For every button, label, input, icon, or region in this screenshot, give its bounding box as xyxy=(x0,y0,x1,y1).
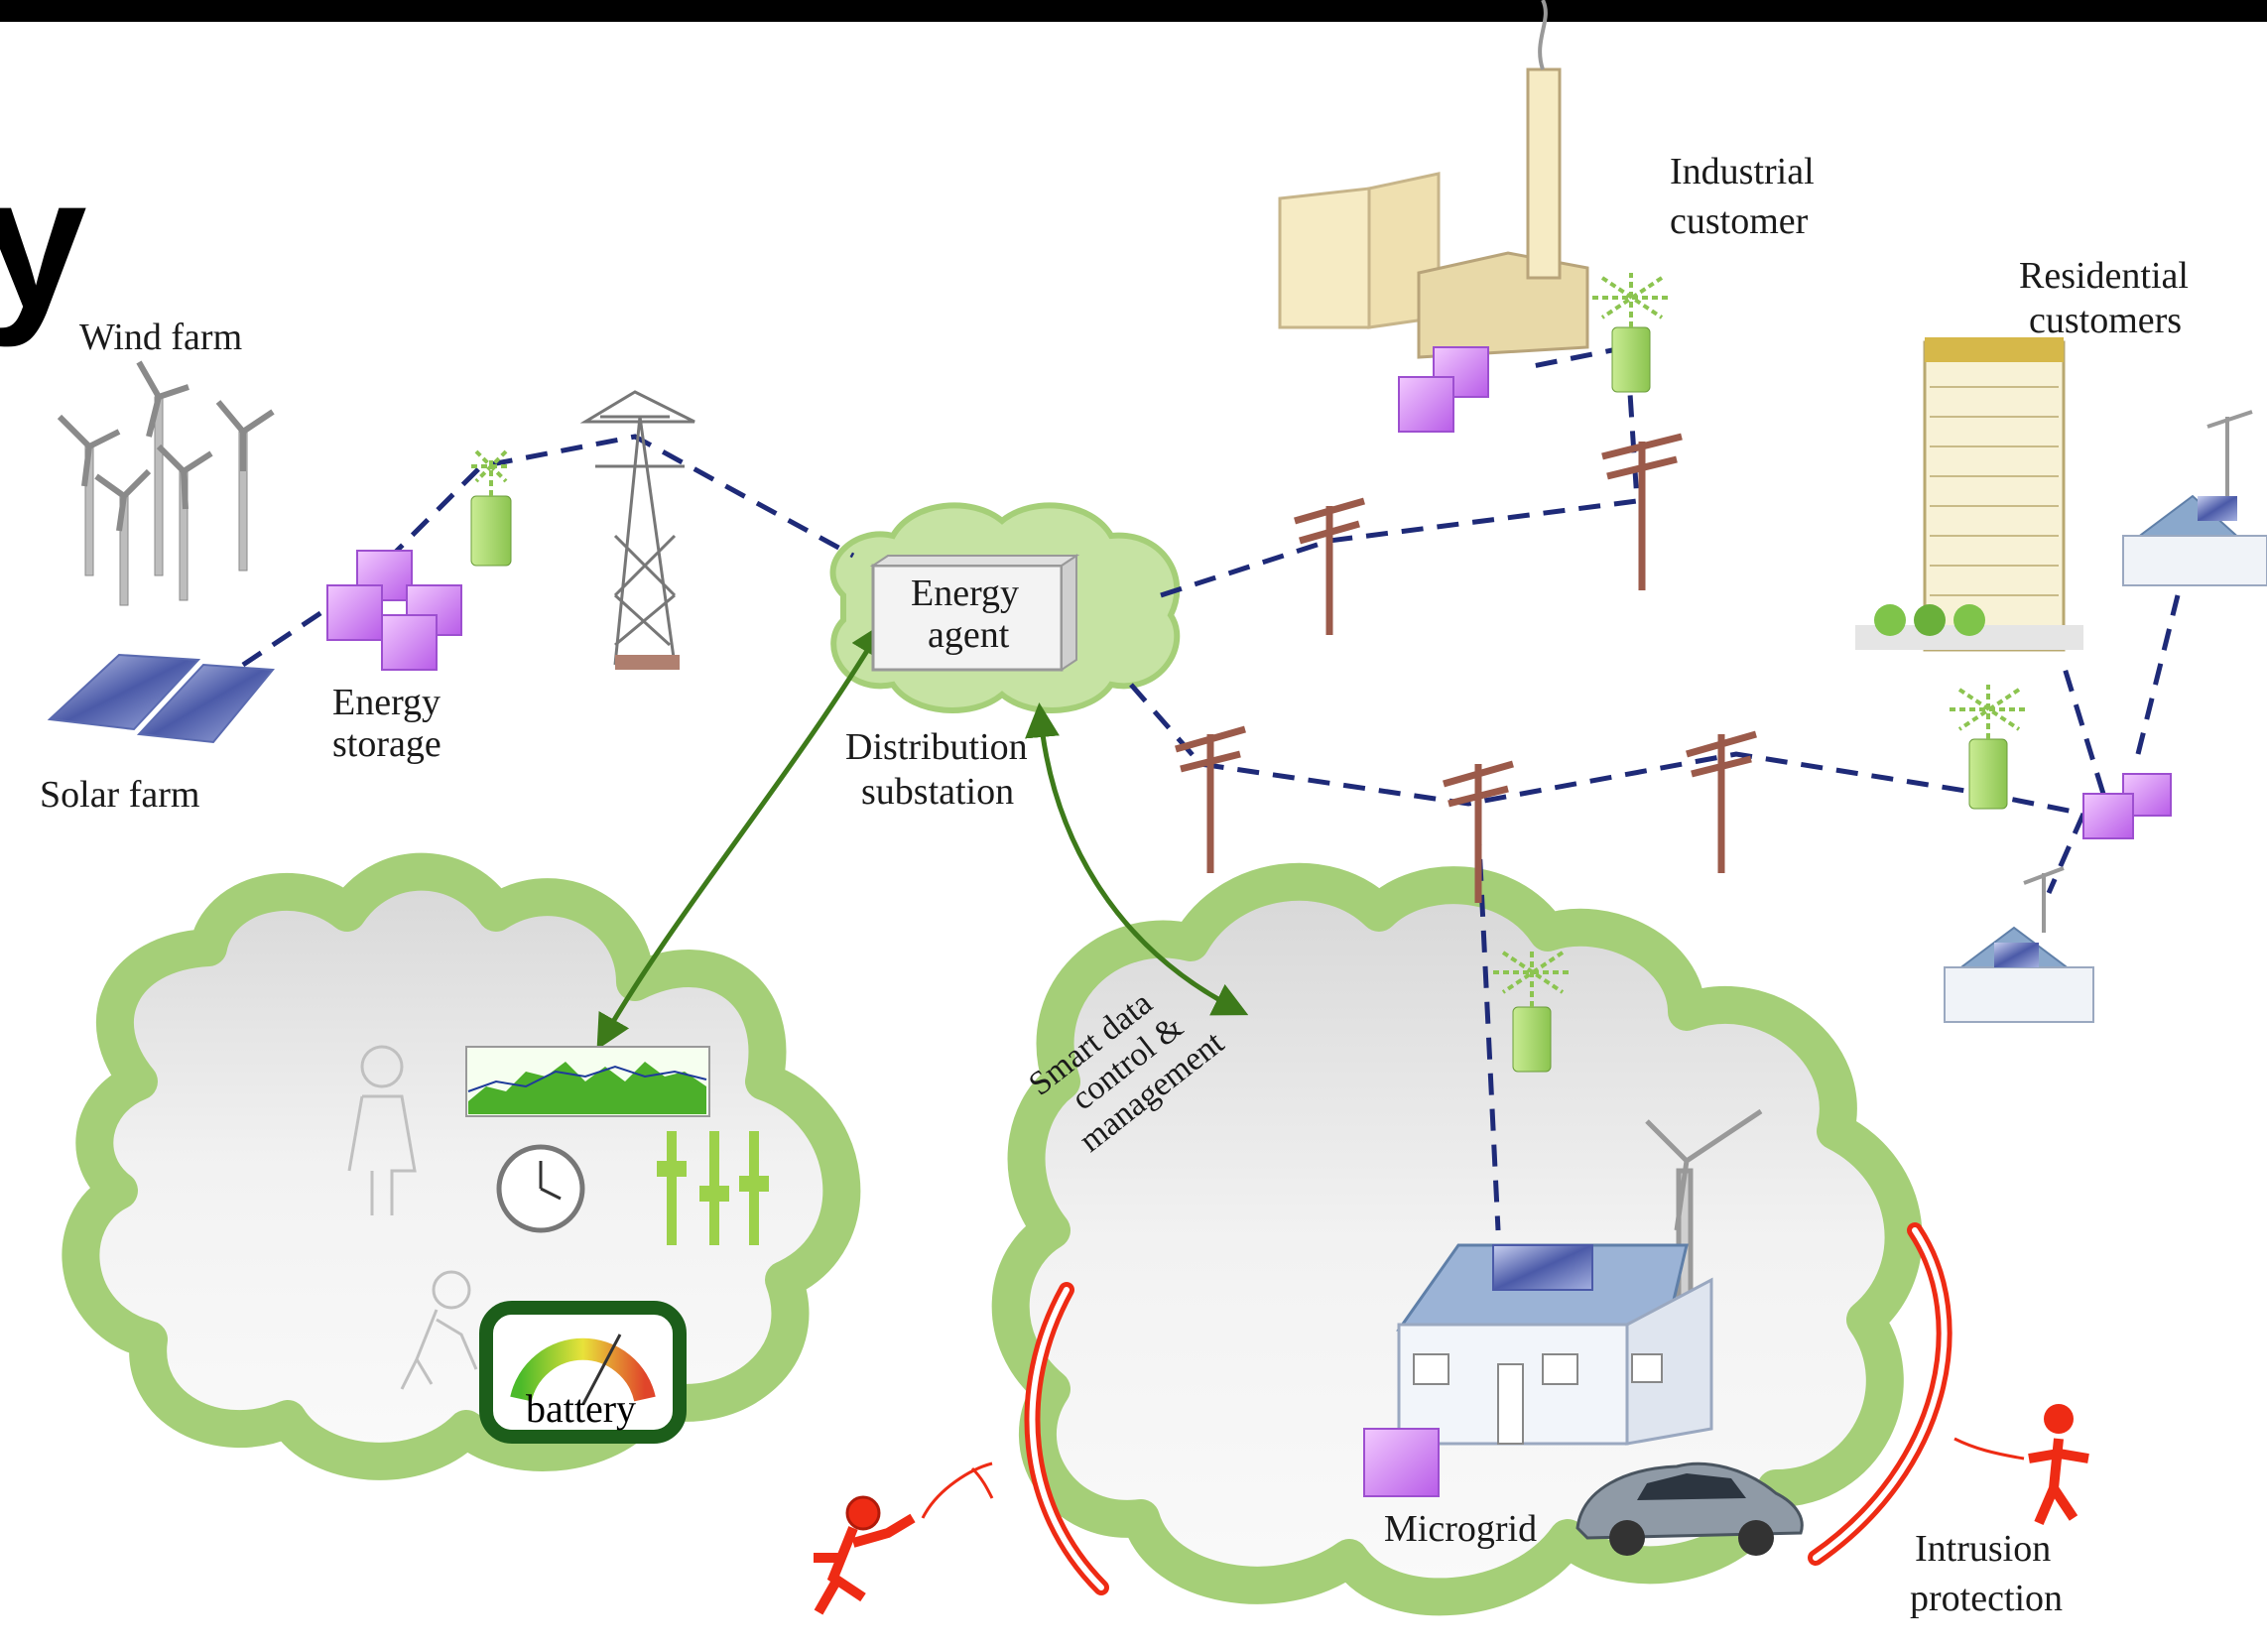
clock-icon xyxy=(496,1144,585,1233)
microgrid-house-icon xyxy=(1396,1243,1713,1446)
wind-farm-icon xyxy=(57,360,275,606)
utility-poles xyxy=(1175,433,1757,903)
person-walking-icon xyxy=(400,1270,478,1390)
smart-meter-icon xyxy=(470,449,512,567)
electric-car-icon xyxy=(1575,1461,1804,1556)
energy-chart-icon xyxy=(465,1046,710,1117)
industrial-storage-icon xyxy=(1398,346,1489,433)
factory-icon xyxy=(1278,0,1589,359)
control-sliders-icon xyxy=(657,1131,769,1245)
label-solar-farm: Solar farm xyxy=(40,774,199,816)
label-industrial-line2: customer xyxy=(1670,200,1809,242)
label-energy-storage-line2: storage xyxy=(332,723,441,765)
label-distribution-line2: substation xyxy=(861,771,1014,813)
control-arrows xyxy=(596,621,1249,1051)
solar-farm-icon xyxy=(47,653,276,744)
residential-storage-icon xyxy=(2082,773,2172,839)
label-wind-farm: Wind farm xyxy=(79,317,242,358)
person-standing-icon xyxy=(347,1045,417,1215)
battery-gauge-icon: battery xyxy=(479,1301,687,1444)
intruder-left-icon xyxy=(814,1461,994,1615)
battery-label: battery xyxy=(526,1386,636,1431)
label-distribution-line1: Distribution xyxy=(845,726,1028,768)
energy-storage-icon xyxy=(326,550,462,671)
residential-meter-icon xyxy=(1950,685,2029,810)
intruder-right-icon xyxy=(1953,1404,2089,1525)
label-industrial-line1: Industrial xyxy=(1670,151,1815,192)
intrusion-shield-left-inner xyxy=(1029,1287,1104,1590)
energy-agent-box[interactable]: Energy agent xyxy=(869,554,1080,672)
apartment-tower-icon xyxy=(1855,337,2083,652)
microgrid-meter-icon xyxy=(1493,948,1573,1073)
label-residential-line1: Residential xyxy=(2019,255,2189,297)
slide-title-fragment: y xyxy=(0,138,87,348)
label-intrusion-line1: Intrusion xyxy=(1915,1528,2051,1570)
label-energy-agent-line2: agent xyxy=(928,614,1010,656)
label-residential-line2: customers xyxy=(2029,300,2182,341)
label-energy-storage-line1: Energy xyxy=(332,682,441,723)
house-icon-lower xyxy=(1944,866,2094,1023)
microgrid-storage-icon xyxy=(1363,1428,1440,1497)
intrusion-shield-right-inner xyxy=(1813,1227,1948,1561)
label-energy-agent-line1: Energy xyxy=(911,572,1019,614)
slide-top-bar xyxy=(0,0,2267,22)
label-intrusion-line2: protection xyxy=(1910,1578,2063,1619)
transmission-tower-icon xyxy=(579,390,695,670)
consumer-cloud xyxy=(62,852,861,1480)
house-icon-upper xyxy=(2122,410,2267,586)
label-microgrid: Microgrid xyxy=(1384,1508,1537,1550)
industrial-meter-icon xyxy=(1592,273,1672,393)
